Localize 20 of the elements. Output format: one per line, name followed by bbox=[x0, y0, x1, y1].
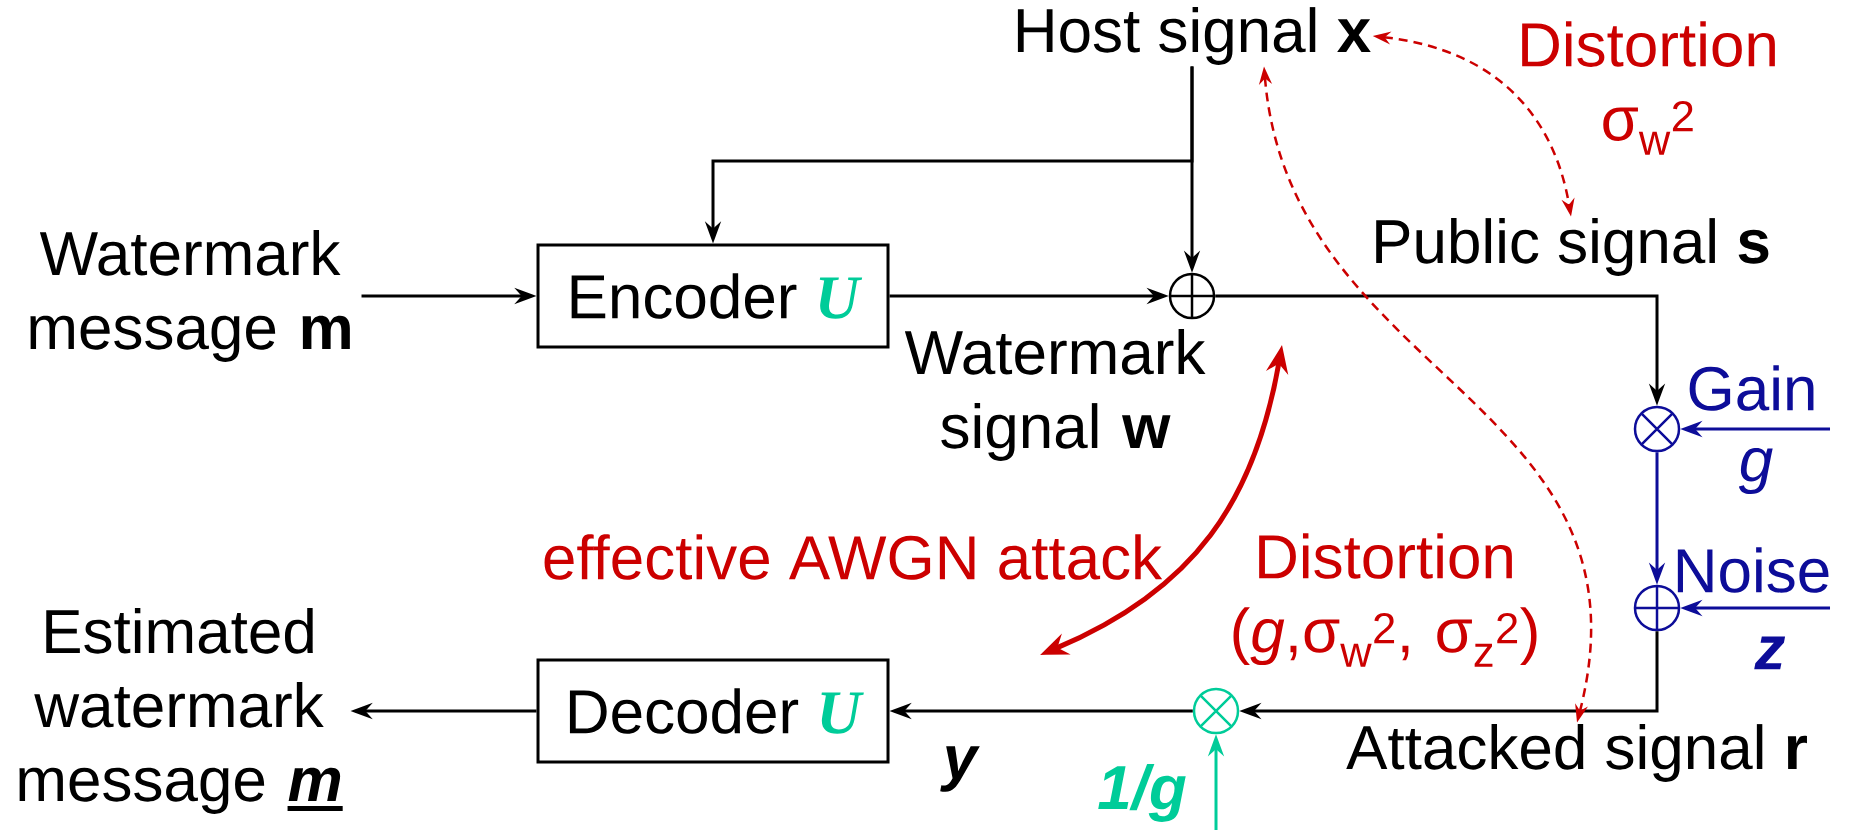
process-box: Decoder U bbox=[536, 658, 890, 764]
edge-label: Distortion (g,σ$_{w}$$^{2}$, σ$_{z}$$^{2}$) bbox=[1233, 533, 1537, 667]
process-box: Encoder U bbox=[536, 243, 890, 349]
signal-label: Watermark message m bbox=[30, 230, 350, 362]
noise-symbol: z bbox=[1754, 636, 1786, 670]
scale-label: 1/g bbox=[1098, 764, 1186, 822]
gain-symbol: g bbox=[1738, 447, 1773, 495]
edge-label: Distortion σ$_{w}$$^{2}$ bbox=[1522, 21, 1775, 155]
multiplier-symbol bbox=[1192, 687, 1240, 735]
signal-label: Estimated watermark message m bbox=[19, 608, 343, 814]
noise-label: Noise bbox=[1677, 547, 1829, 593]
annotation-label: effective AWGN attack bbox=[544, 534, 1163, 580]
signal-label: Host signal x bbox=[1017, 7, 1371, 65]
edge-label: y bbox=[940, 746, 980, 792]
signal-label: Attacked signal r bbox=[1346, 724, 1807, 782]
signal-label: Public signal s bbox=[1376, 218, 1769, 276]
gain-label: Gain bbox=[1689, 365, 1814, 411]
multiplier-symbol bbox=[1633, 405, 1681, 453]
adder-symbol bbox=[1168, 272, 1216, 320]
edge-label: Watermark signal w bbox=[904, 329, 1206, 461]
